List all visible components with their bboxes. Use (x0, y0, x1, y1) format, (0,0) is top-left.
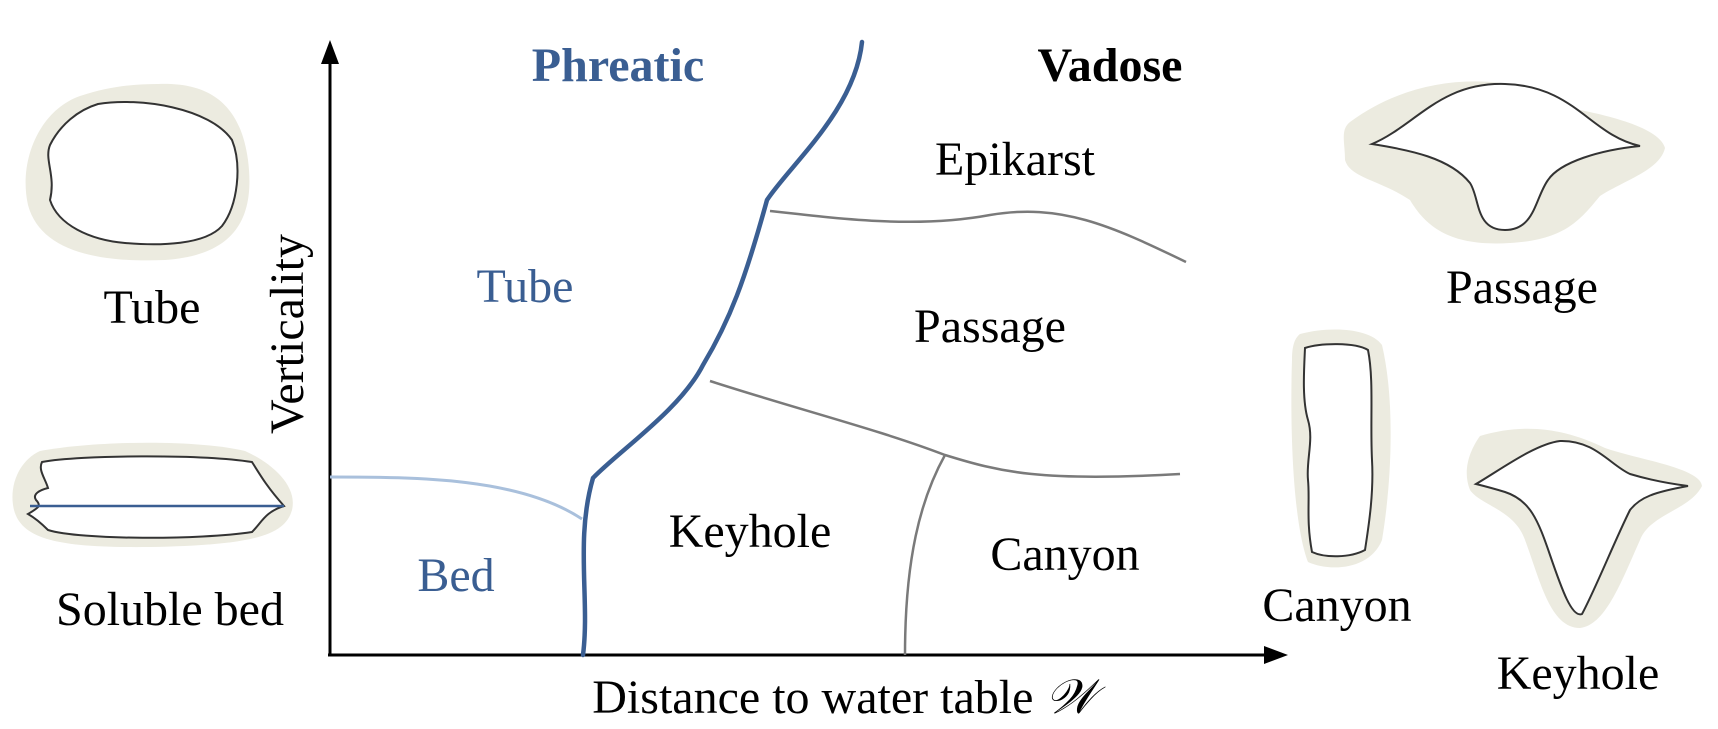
y-axis (321, 40, 339, 655)
cross-section-label-tube: Tube (104, 281, 201, 334)
cross-section-soluble-bed (12, 442, 293, 548)
water-table-line (580, 39, 865, 658)
cross-section-label-passage: Passage (1446, 261, 1598, 314)
cross-section-label-canyon: Canyon (1262, 579, 1411, 632)
x-axis-label-text: Distance to water table (592, 671, 1033, 724)
y-axis-label: Verticality (261, 234, 314, 434)
passage-outline (1368, 82, 1641, 232)
bed-boundary-line (329, 475, 583, 521)
cross-section-keyhole (1466, 428, 1702, 628)
region-label-canyon: Canyon (990, 528, 1139, 581)
x-axis-label-symbol: 𝒲 (1045, 671, 1106, 724)
vadose-title: Vadose (1038, 39, 1183, 92)
canyon-outline (1302, 343, 1374, 558)
cross-section-tube (25, 83, 250, 261)
y-axis-arrowhead (321, 40, 339, 64)
region-label-tube: Tube (477, 260, 574, 313)
cross-section-canyon (1291, 329, 1391, 568)
epikarst-passage-boundary (769, 209, 1187, 264)
x-axis-arrowhead (1264, 646, 1288, 664)
x-axis (328, 646, 1288, 664)
cross-section-passage (1343, 81, 1665, 244)
phreatic-title: Phreatic (532, 39, 704, 92)
keyhole-outline (1473, 439, 1689, 616)
soluble-bed-outline (26, 455, 286, 539)
cross-section-label-keyhole: Keyhole (1497, 647, 1660, 700)
cross-section-label-soluble-bed: Soluble bed (56, 583, 284, 636)
keyhole-canyon-boundary (903, 454, 947, 656)
region-label-keyhole: Keyhole (669, 505, 832, 558)
tube-outline (47, 101, 239, 246)
region-label-epikarst: Epikarst (935, 133, 1096, 186)
passage-lower-boundary (709, 379, 1181, 479)
region-label-passage: Passage (914, 300, 1066, 353)
region-label-bed: Bed (417, 549, 494, 602)
